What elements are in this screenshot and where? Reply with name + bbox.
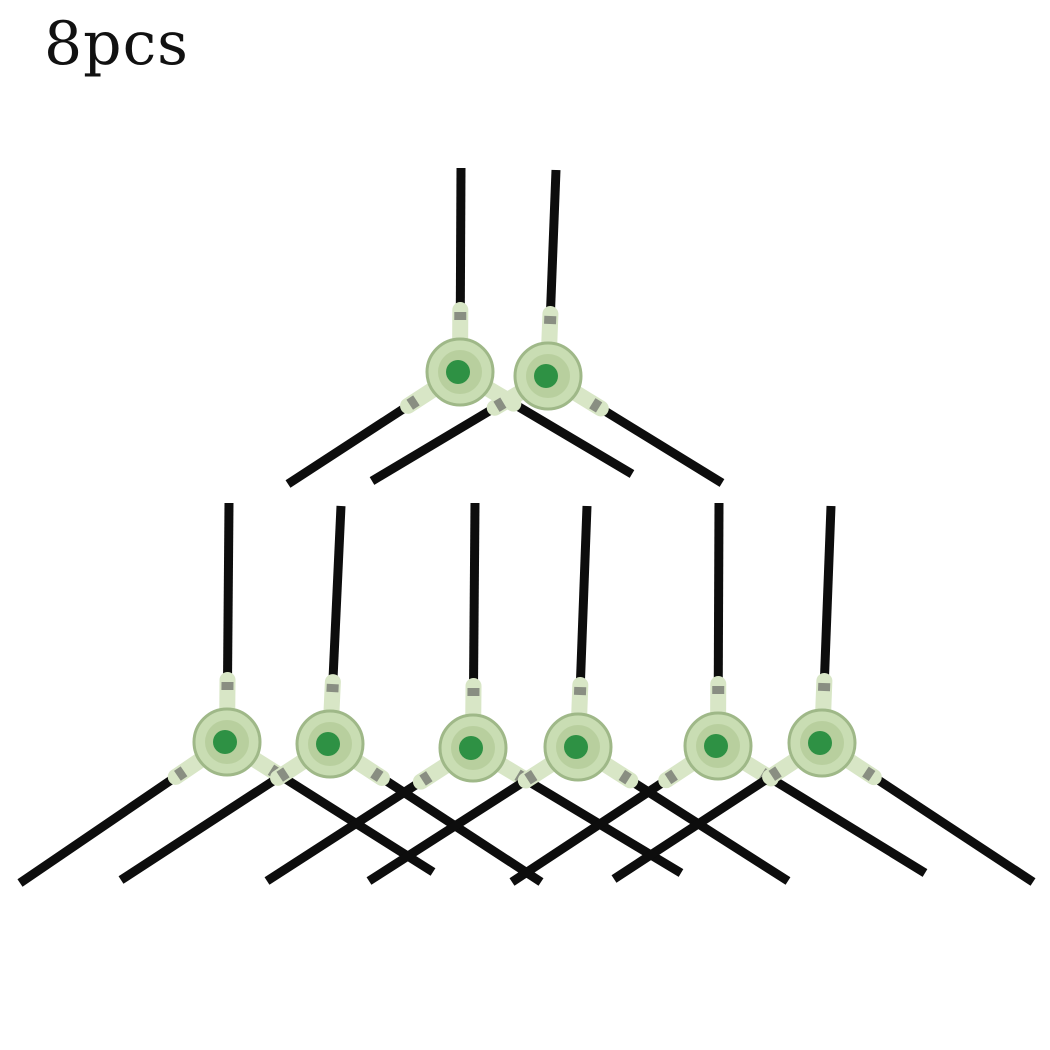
bristle-arm-right	[865, 769, 1036, 886]
bristle-arm-left	[264, 774, 430, 885]
bristle-arm-left	[118, 770, 287, 884]
arm-clamp-left	[419, 771, 433, 786]
arm-clamp-left	[768, 766, 782, 781]
bristle-arm-up	[455, 167, 466, 318]
brush-hub-center	[213, 730, 237, 754]
brush-hub-center	[446, 360, 470, 384]
arm-clamp-right	[618, 769, 632, 785]
bristle-arm-left	[369, 400, 504, 485]
arm-clamp-left	[664, 769, 678, 785]
bristle-arm-right	[592, 400, 725, 487]
arm-clamp-right	[370, 767, 384, 782]
bristle-arm-left	[366, 772, 535, 885]
brush-hub-center	[808, 731, 832, 755]
bristle-arm-up	[819, 505, 836, 689]
arm-clamp-right	[589, 398, 603, 413]
side-brush-4	[118, 505, 544, 886]
side-brush-7	[509, 502, 928, 886]
bristle-arm-left	[17, 769, 185, 887]
bristle-arm-right	[762, 770, 928, 877]
arm-clamp-left	[276, 767, 290, 782]
bristle-arm-up	[545, 169, 561, 322]
bristle-arm-up	[222, 502, 234, 688]
arm-clamp-right	[862, 766, 876, 782]
arm-clamp-left	[524, 770, 538, 785]
bristle-arm-left	[611, 769, 779, 883]
side-brush-group	[17, 167, 1036, 887]
side-brush-2	[369, 169, 725, 487]
bristle-arm-left	[285, 398, 417, 488]
arm-clamp-left	[406, 395, 420, 410]
brush-hub-center	[564, 735, 588, 759]
bristle-arm-up	[328, 505, 346, 690]
bristle-arm-up	[468, 502, 480, 694]
brush-hub-center	[534, 364, 558, 388]
arm-clamp-left	[493, 397, 507, 412]
arm-clamp-left	[174, 766, 188, 781]
quantity-label: 8pcs	[44, 9, 189, 79]
side-brush-1	[285, 167, 635, 488]
side-brush-8	[611, 505, 1036, 886]
bristle-arm-left	[509, 772, 675, 886]
bristle-arm-up	[713, 502, 724, 692]
brush-hub-center	[704, 734, 728, 758]
bristle-arm-up	[575, 505, 592, 693]
brush-hub-center	[459, 736, 483, 760]
brush-hub-center	[316, 732, 340, 756]
bristle-arm-right	[505, 396, 635, 478]
side-brush-3	[17, 502, 436, 887]
